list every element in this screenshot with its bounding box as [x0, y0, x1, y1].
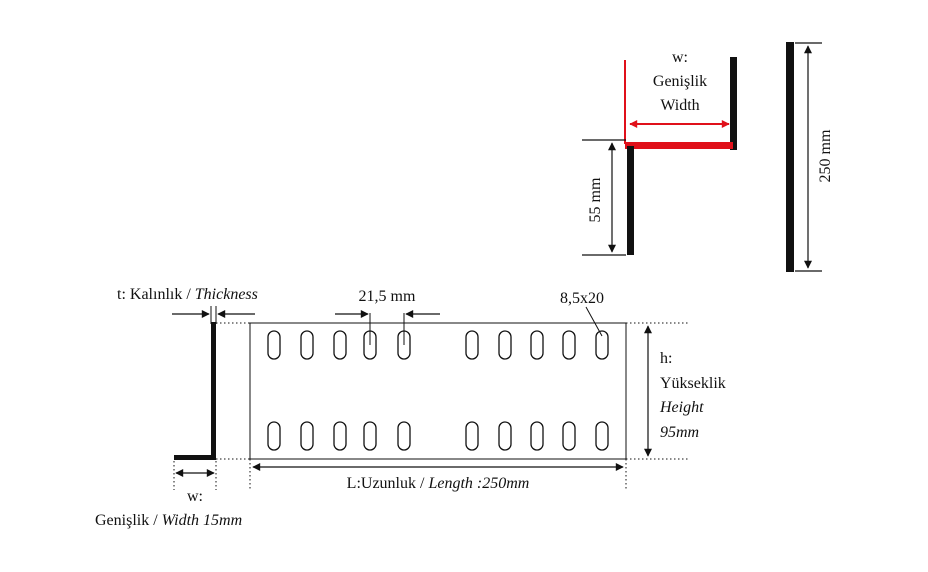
slot	[363, 421, 377, 451]
bottom-w-label: w:	[187, 488, 203, 505]
slot	[562, 330, 576, 360]
slots-bottom-row	[267, 421, 609, 451]
slot	[333, 421, 347, 451]
height-h-label: h:	[660, 350, 672, 367]
top-width-word-tr: Genişlik	[653, 73, 707, 90]
slot-size-label: 8,5x20	[560, 290, 604, 307]
dim-250-label: 250 mm	[817, 129, 834, 182]
slot	[530, 421, 544, 451]
slot	[595, 421, 609, 451]
base-red	[625, 142, 733, 149]
slot	[498, 421, 512, 451]
bottom-width-label: Genişlik / Width 15mm	[95, 512, 242, 529]
length-label: L:Uzunluk / Length :250mm	[347, 475, 530, 492]
top-width-word-en: Width	[660, 97, 699, 114]
slot	[333, 330, 347, 360]
length-bar	[786, 42, 794, 272]
slot	[300, 421, 314, 451]
slot	[562, 421, 576, 451]
slot	[363, 330, 377, 360]
top-w-label: w:	[672, 49, 688, 66]
bottom-layout: t: Kalınlık / Thickness w: Genişlik / Wi…	[95, 286, 726, 529]
slot-spacing-label: 21,5 mm	[359, 288, 416, 305]
slots-top-row	[267, 330, 609, 360]
slot	[465, 421, 479, 451]
slot	[595, 330, 609, 360]
slot	[530, 330, 544, 360]
thickness-label: t: Kalınlık / Thickness	[117, 286, 258, 303]
slot	[465, 330, 479, 360]
slot	[397, 330, 411, 360]
height-value: 95mm	[660, 424, 699, 441]
slot	[300, 330, 314, 360]
profile-wall	[211, 322, 216, 460]
profile-flange	[174, 455, 216, 460]
slot	[397, 421, 411, 451]
slot	[267, 421, 281, 451]
side-wall-right	[730, 57, 737, 150]
height-word-tr: Yükseklik	[660, 375, 726, 392]
top-section-detail: 55 mm w: Genişlik Width 250 mm	[582, 42, 834, 272]
side-wall-left	[627, 146, 634, 255]
flat-panel	[249, 322, 627, 460]
height-word-en: Height	[659, 399, 704, 416]
slot	[267, 330, 281, 360]
dim-55-label: 55 mm	[587, 177, 604, 222]
slot	[498, 330, 512, 360]
